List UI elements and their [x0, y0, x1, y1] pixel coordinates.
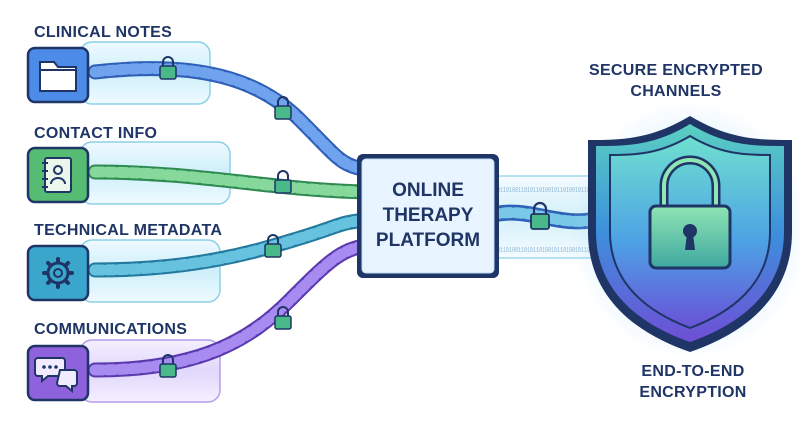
platform-label-line1: ONLINE [392, 180, 464, 201]
source-label-communications: COMMUNICATIONS [34, 321, 187, 338]
folder-icon [39, 61, 77, 92]
binary-stream: 1011010011010110100101101001011010 [494, 187, 596, 195]
encryption-label-line2: ENCRYPTION [639, 384, 746, 401]
address-book-icon [42, 157, 72, 193]
source-icon-box-communications [26, 344, 90, 402]
platform-label-line2: THERAPY [383, 205, 474, 226]
encryption-label-line1: END-TO-END [641, 363, 744, 380]
platform-label-line3: PLATFORM [376, 230, 480, 251]
source-label-clinical-notes: CLINICAL NOTES [34, 24, 172, 41]
platform-box: ONLINE THERAPY PLATFORM [357, 154, 499, 278]
channels-label-line1: SECURE ENCRYPTED [589, 62, 763, 79]
chat-bubbles-icon [34, 357, 78, 394]
cable-locks [159, 56, 292, 378]
gear-icon [42, 257, 74, 289]
shield-icon [570, 100, 800, 360]
source-icon-box-contact-info [26, 146, 90, 204]
lock-icon [274, 96, 292, 120]
source-icon-box-technical-metadata [26, 244, 90, 302]
lock-icon [159, 354, 177, 378]
padlock-icon [648, 155, 732, 270]
source-label-technical-metadata: TECHNICAL METADATA [34, 222, 222, 239]
lock-icon [264, 234, 282, 258]
lock-icon [274, 306, 292, 330]
binary-stream: 1011010011010110100101101001011010 [494, 247, 596, 255]
channels-label-line2: CHANNELS [630, 83, 721, 100]
source-icon-box-clinical-notes [26, 46, 90, 104]
lock-icon [159, 56, 177, 80]
lock-icon [530, 201, 550, 230]
lock-icon [274, 170, 292, 194]
source-label-contact-info: CONTACT INFO [34, 125, 157, 142]
